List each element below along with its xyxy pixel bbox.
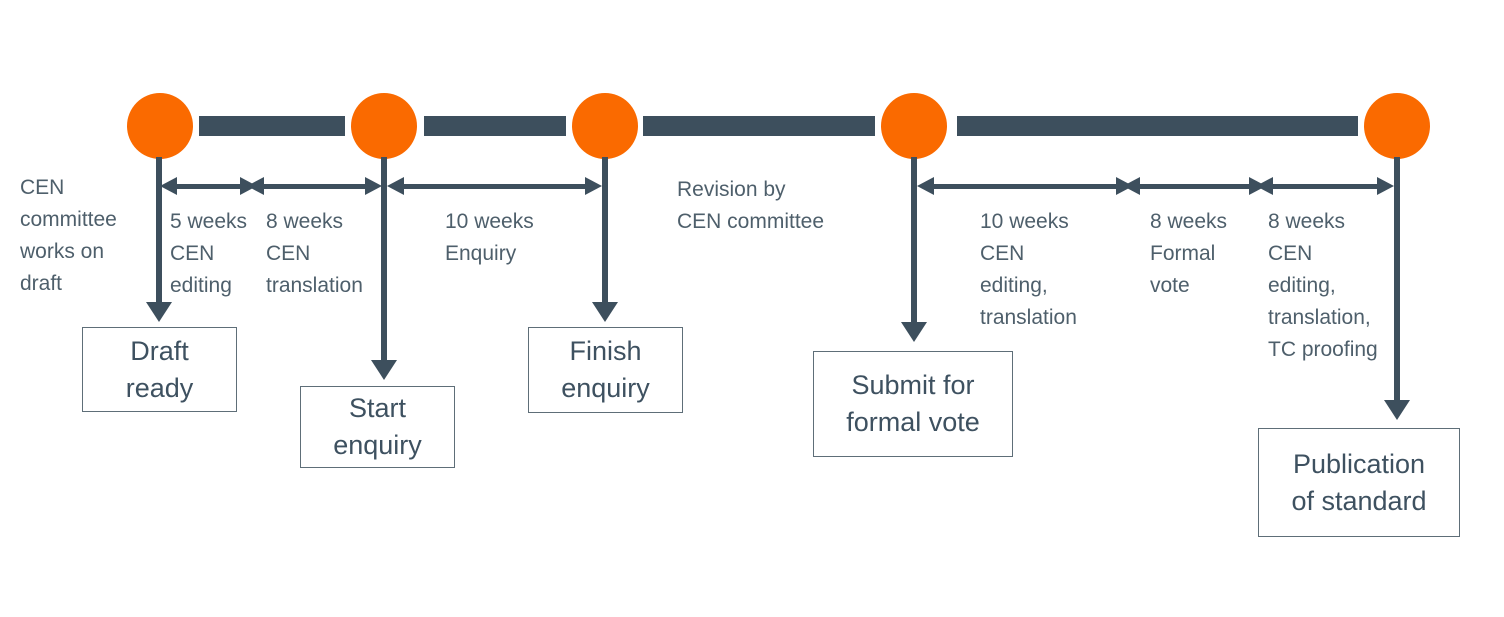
milestone-box-submit-formal-vote: Submit for formal vote	[813, 351, 1013, 457]
milestone-box-draft-ready: Draft ready	[82, 327, 237, 412]
arrow-line	[1134, 184, 1255, 189]
node-draft-ready-icon	[127, 93, 193, 159]
arrow-line	[928, 184, 1122, 189]
timeline-segment-4	[957, 116, 1358, 136]
arrow-down-submit-formal-vote	[901, 157, 927, 342]
interval-arrow-formal-vote	[1123, 177, 1266, 195]
arrow-line	[156, 157, 162, 304]
arrowhead-right-icon	[1377, 177, 1394, 195]
arrow-line	[911, 157, 917, 324]
node-submit-formal-vote-icon	[881, 93, 947, 159]
arrow-line	[602, 157, 608, 304]
arrow-line	[398, 184, 591, 189]
node-start-enquiry-icon	[351, 93, 417, 159]
interval-arrow-tc-proofing	[1256, 177, 1394, 195]
arrow-down-start-enquiry	[371, 157, 397, 380]
interval-label-5-weeks-cen-editing: 5 weeks CEN editing	[170, 210, 248, 297]
timeline-segment-3	[643, 116, 875, 136]
annotation-revision-by-cen-committee: Revision by CEN committee	[677, 178, 825, 233]
milestone-box-start-enquiry: Start enquiry	[300, 386, 455, 468]
milestone-box-publication-of-standard: Publication of standard	[1258, 428, 1460, 537]
arrowhead-down-icon	[592, 302, 618, 322]
interval-label-10-weeks-enquiry: 10 weeks Enquiry	[445, 210, 534, 265]
arrow-down-publication	[1384, 157, 1410, 420]
interval-arrow-enquiry	[387, 177, 602, 195]
arrowhead-left-icon	[160, 177, 177, 195]
arrowhead-down-icon	[371, 360, 397, 380]
interval-label-8-weeks-cen-translation: 8 weeks CEN translation	[266, 210, 363, 297]
interval-arrow-editing-translation	[917, 177, 1133, 195]
arrow-down-finish-enquiry	[592, 157, 618, 322]
arrowhead-right-icon	[365, 177, 382, 195]
arrowhead-left-icon	[1256, 177, 1273, 195]
interval-arrow-cen-editing	[160, 177, 257, 195]
timeline-segment-2	[424, 116, 566, 136]
arrow-line	[171, 184, 246, 189]
interval-label-8-weeks-tc-proofing: 8 weeks CEN editing, translation, TC pro…	[1268, 210, 1378, 361]
arrowhead-down-icon	[901, 322, 927, 342]
arrowhead-left-icon	[917, 177, 934, 195]
interval-label-8-weeks-formal-vote: 8 weeks Formal vote	[1150, 210, 1228, 297]
arrowhead-down-icon	[146, 302, 172, 322]
arrow-line	[258, 184, 371, 189]
milestone-box-finish-enquiry: Finish enquiry	[528, 327, 683, 413]
arrowhead-right-icon	[585, 177, 602, 195]
arrow-line	[1394, 157, 1400, 402]
arrowhead-left-icon	[1123, 177, 1140, 195]
annotation-cen-committee-works-on-draft: CEN committee works on draft	[20, 176, 117, 295]
arrowhead-left-icon	[247, 177, 264, 195]
arrow-down-draft-ready	[146, 157, 172, 322]
arrow-line	[1267, 184, 1383, 189]
arrowhead-left-icon	[387, 177, 404, 195]
node-publication-icon	[1364, 93, 1430, 159]
arrow-line	[381, 157, 387, 362]
arrowhead-down-icon	[1384, 400, 1410, 420]
timeline-segment-1	[199, 116, 345, 136]
interval-label-10-weeks-editing-translation: 10 weeks CEN editing, translation	[980, 210, 1077, 329]
interval-arrow-cen-translation	[247, 177, 382, 195]
node-finish-enquiry-icon	[572, 93, 638, 159]
